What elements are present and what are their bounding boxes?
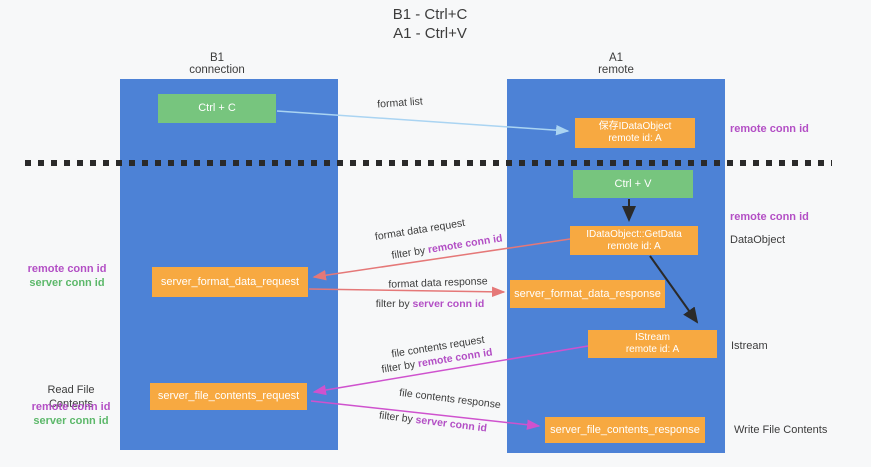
istream-box: IStream remote id: A xyxy=(588,330,717,358)
save-idataobject-line2: remote id: A xyxy=(608,133,662,144)
istream-side-label: Istream xyxy=(731,340,768,352)
istream-line2: remote id: A xyxy=(625,344,680,355)
ctrl-v-label: Ctrl + V xyxy=(614,177,652,190)
ctrl-c-label: Ctrl + C xyxy=(198,102,236,114)
write-file-contents-label: Write File Contents xyxy=(734,424,828,436)
server-file-contents-response-label: server_file_contents_response xyxy=(550,423,700,436)
left-conn-id-pair-top: remote conn id server conn id xyxy=(22,262,112,290)
remote-conn-id-inline-1: remote conn id xyxy=(427,232,504,256)
getdata-line2: remote id: A xyxy=(607,240,661,252)
file-contents-response-label: file contents response xyxy=(398,386,502,412)
server-file-contents-request-label: server_file_contents_request xyxy=(157,390,300,402)
getdata-line1: IDataObject::GetData xyxy=(586,228,682,240)
server-format-data-response-label: server_format_data_response xyxy=(514,287,661,300)
server-file-contents-response-box: server_file_contents_response xyxy=(545,417,705,443)
istream-line1: IStream xyxy=(634,332,670,343)
left-remote-conn-id-top: remote conn id xyxy=(27,263,107,275)
title-line-2: A1 - Ctrl+V xyxy=(393,25,467,42)
title-line-1: B1 - Ctrl+C xyxy=(392,6,468,23)
column-header-b1: B1 connection xyxy=(108,52,326,76)
left-server-conn-id-top: server conn id xyxy=(29,277,105,289)
read-file-contents-label: Read File Contents xyxy=(47,384,95,410)
ctrl-v-box: Ctrl + V xyxy=(573,170,693,198)
save-idataobject-box: 保存IDataObject remote id: A xyxy=(575,118,695,148)
server-conn-id-inline-1: server conn id xyxy=(412,298,485,310)
dataobject-label: DataObject xyxy=(730,234,786,246)
right-remote-conn-id-mid: remote conn id xyxy=(730,211,809,223)
server-format-data-request-box: server_format_data_request xyxy=(152,267,308,297)
filter-prefix-3: filter by xyxy=(380,358,419,376)
left-server-conn-id-bottom: server conn id xyxy=(33,415,109,427)
ctrl-c-box: Ctrl + C xyxy=(158,94,276,123)
column-a1-sub: remote xyxy=(598,64,634,76)
format-list-label: format list xyxy=(376,95,424,111)
column-a1-name: A1 xyxy=(608,52,624,64)
server-conn-id-inline-2: server conn id xyxy=(414,413,488,435)
idataobject-getdata-box: IDataObject::GetData remote id: A xyxy=(570,226,698,255)
filter-by-server-label-2: filter by server conn id xyxy=(378,409,487,434)
save-idataobject-line1: 保存IDataObject xyxy=(598,121,672,132)
left-remote-conn-id-bottom: remote conn id xyxy=(31,401,111,413)
column-b1-sub: connection xyxy=(189,64,245,76)
right-remote-conn-id-top: remote conn id xyxy=(730,123,809,135)
server-format-data-response-box: server_format_data_response xyxy=(510,280,665,308)
format-data-response-label: format data response xyxy=(388,275,488,291)
column-header-a1: A1 remote xyxy=(507,52,725,76)
diagram-title: B1 - Ctrl+C A1 - Ctrl+V xyxy=(0,5,860,43)
filter-by-server-label-1: filter by server conn id xyxy=(376,298,485,310)
filter-prefix-1: filter by xyxy=(390,244,429,262)
filter-prefix-4: filter by xyxy=(378,409,417,426)
server-file-contents-request-box: server_file_contents_request xyxy=(150,383,307,410)
column-b1-name: B1 xyxy=(209,52,225,64)
filter-prefix-2: filter by xyxy=(375,298,413,310)
left-conn-id-pair-bottom: remote conn id server conn id xyxy=(26,400,116,428)
server-format-data-request-label: server_format_data_request xyxy=(160,275,300,288)
